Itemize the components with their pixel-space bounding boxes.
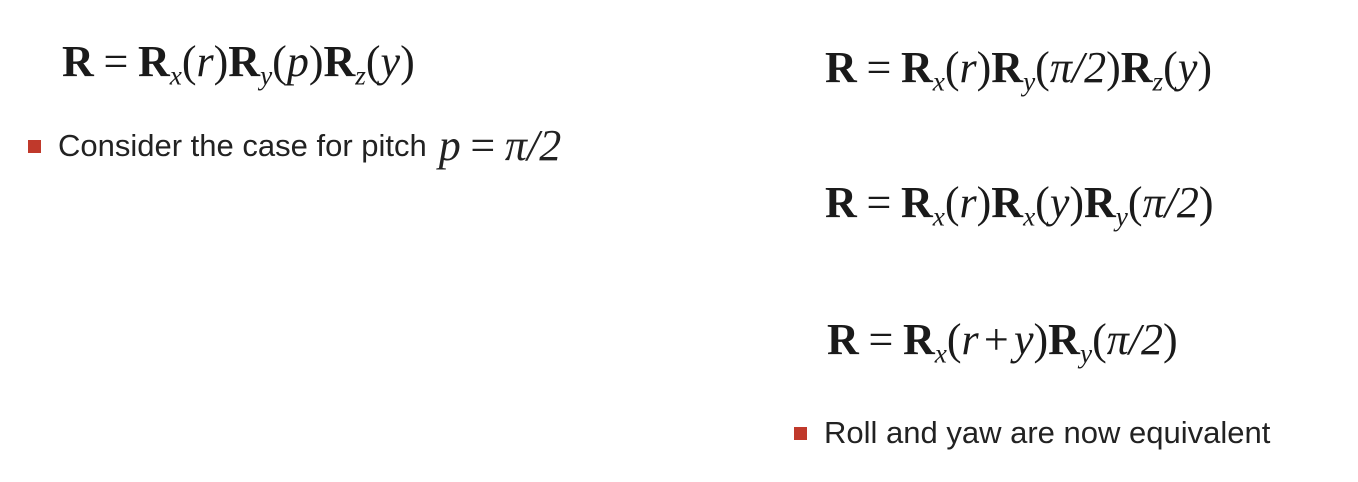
eq-term-2-sub: y — [1079, 338, 1093, 369]
bullet-text: Roll and yaw are now equivalent — [824, 415, 1271, 450]
eq-equals: = — [868, 315, 894, 364]
eq-term-2-arg: y — [1049, 178, 1070, 227]
eq-term-2-sub: x — [1023, 201, 1036, 232]
bullet-text: Consider the case for pitch — [58, 128, 427, 163]
eq-term-1-sub: x — [932, 201, 945, 232]
rotation-equation-pitch-substituted: R=Rx(r)Ry(π/2)Rz(y) — [825, 43, 1213, 97]
eq-term-3-arg: y — [380, 37, 401, 86]
eq-lhs: R — [827, 315, 859, 364]
eq-term-1-arg-b: y — [1013, 315, 1034, 364]
eq-term-1-arg: r — [959, 178, 977, 227]
eq-term-2: R — [991, 43, 1024, 92]
eq-term-3: R — [1120, 43, 1153, 92]
bullet-pitch-case: Consider the case for pitch p=π/2 — [28, 124, 561, 168]
bullet-roll-yaw-equivalent: Roll and yaw are now equivalent — [794, 417, 1270, 448]
bullet-math-equals: = — [470, 121, 496, 170]
rotation-equation-combined: R=Rx(r+y)Ry(π/2) — [827, 315, 1178, 369]
eq-term-2-arg: π/2 — [1049, 43, 1107, 92]
eq-term-2: R — [991, 178, 1024, 227]
eq-term-2-arg: π/2 — [1106, 315, 1163, 364]
bullet-square-icon — [28, 140, 41, 153]
eq-term-3-arg: y — [1177, 43, 1198, 92]
eq-term-1: R — [137, 37, 170, 86]
eq-term-1-sub: x — [169, 60, 182, 91]
eq-term-3-sub: z — [355, 60, 366, 91]
bullet-math: p=π/2 — [439, 121, 561, 170]
eq-equals: = — [866, 178, 892, 227]
eq-equals: = — [103, 37, 129, 86]
bullet-math-var: p — [438, 121, 461, 170]
eq-term-3: R — [323, 37, 356, 86]
eq-term-2-sub: y — [1023, 66, 1036, 97]
eq-term-3-arg: π/2 — [1142, 178, 1199, 227]
eq-term-1-arg: r — [959, 43, 977, 92]
eq-lhs: R — [825, 178, 857, 227]
eq-term-1: R — [900, 178, 933, 227]
eq-term-3-sub: z — [1152, 66, 1164, 97]
eq-term-1: R — [900, 43, 933, 92]
eq-term-2-sub: y — [260, 60, 273, 91]
eq-term-1-arg: r — [196, 37, 214, 86]
eq-term-1-arg-a: r — [961, 315, 979, 364]
bullet-square-icon — [794, 427, 807, 440]
bullet-math-value: π/2 — [504, 121, 562, 170]
eq-term-1: R — [902, 315, 935, 364]
rotation-equation-general: R=Rx(r)Ry(p)Rz(y) — [62, 37, 415, 91]
eq-lhs: R — [825, 43, 857, 92]
eq-term-2-arg: p — [286, 37, 309, 86]
eq-term-2: R — [1048, 315, 1080, 364]
eq-term-3-sub: y — [1115, 201, 1128, 232]
eq-term-2: R — [228, 37, 261, 86]
eq-term-3: R — [1084, 178, 1116, 227]
eq-term-1-sub: x — [934, 338, 947, 369]
eq-equals: = — [866, 43, 892, 92]
eq-term-1-sub: x — [932, 66, 945, 97]
eq-plus: + — [983, 315, 1009, 364]
rotation-equation-reordered: R=Rx(r)Rx(y)Ry(π/2) — [825, 178, 1214, 232]
eq-lhs: R — [62, 37, 94, 86]
